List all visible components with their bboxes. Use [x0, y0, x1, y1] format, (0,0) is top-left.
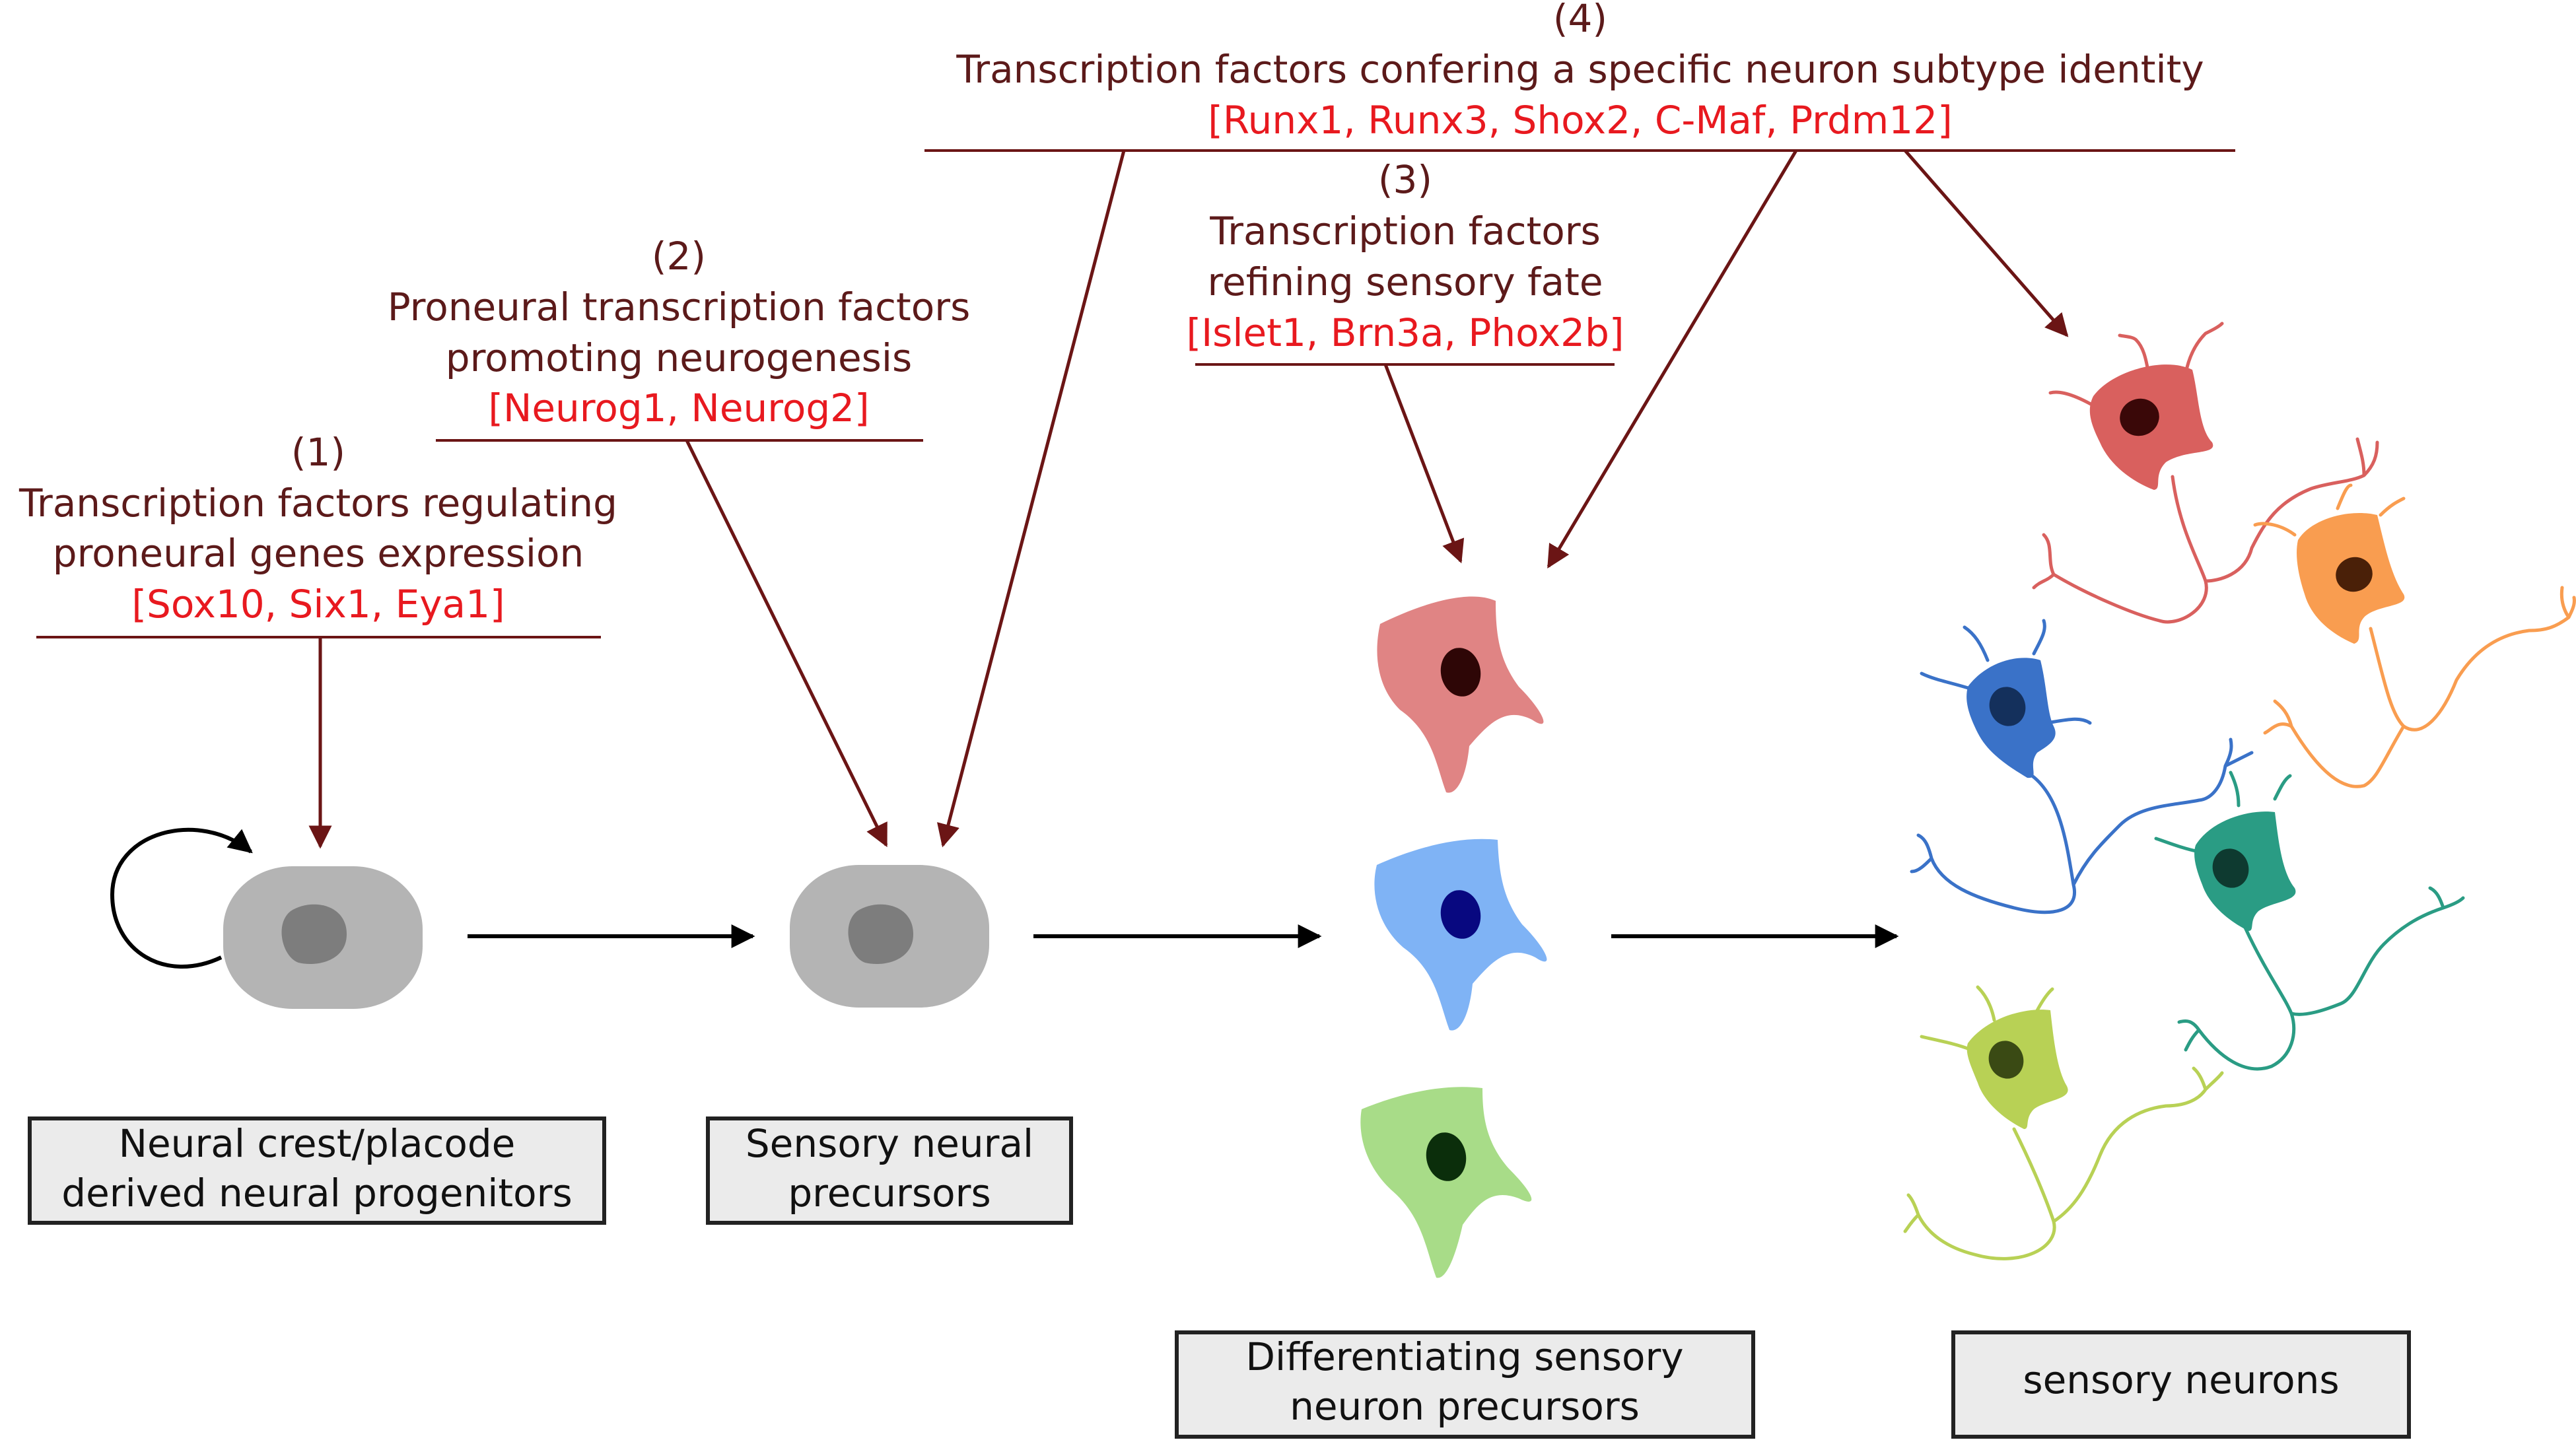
stage-box-3	[1175, 1330, 1755, 1439]
stage-label-differentiating: Differentiating sensory neuron precursor…	[1175, 1330, 1755, 1439]
neuron-orange	[2253, 483, 2576, 788]
sensory-neurons	[1903, 322, 2576, 1260]
stage-label-precursors: Sensory neural precursors	[706, 1116, 1073, 1225]
stage-box-2	[706, 1116, 1073, 1225]
progenitor-cell	[110, 827, 423, 1009]
neuron-nucleus	[2336, 557, 2373, 592]
tf-4-genes: [Runx1, Runx3, Shox2, C-Maf, Prdm12]	[1208, 98, 1952, 143]
differentiating-precursor-green	[1360, 1087, 1532, 1278]
differentiating-cell-body	[1360, 1087, 1532, 1278]
tf-4-arrow-to-precursors	[937, 150, 1126, 848]
neuron-neurites	[2253, 483, 2576, 788]
neuron-lime	[1903, 985, 2224, 1260]
tf-group-4: (4) Transcription factors confering a sp…	[924, 0, 2235, 848]
stage-2-line-1: Sensory neural	[746, 1121, 1033, 1166]
tf-2-title-line-1: Proneural transcription factors	[388, 285, 971, 329]
neuron-nucleus	[2120, 398, 2159, 436]
stage-1-line-1: Neural crest/placode	[119, 1121, 516, 1166]
tf-3-genes: [Islet1, Brn3a, Phox2b]	[1186, 310, 1624, 355]
stage-box-1	[28, 1116, 606, 1225]
neuron-nucleus	[2212, 848, 2249, 888]
neuron-nucleus	[1989, 687, 2026, 726]
tf-2-arrow	[685, 439, 888, 848]
tf-2-number: (2)	[652, 234, 706, 279]
differentiating-cell-nucleus	[1426, 1132, 1467, 1181]
tf-3-arrow	[1383, 364, 1465, 564]
stage-4-line-1: sensory neurons	[2023, 1357, 2339, 1402]
tf-3-number: (3)	[1378, 157, 1432, 202]
tf-2-title-line-2: promoting neurogenesis	[446, 335, 912, 380]
neuron-neurites	[2154, 771, 2465, 1071]
differentiating-precursor-blue	[1374, 839, 1547, 1031]
differentiating-precursors	[1360, 596, 1547, 1278]
neuron-neurites	[2032, 322, 2379, 624]
tf-1-title-line-2: proneural genes expression	[53, 531, 584, 576]
tf-4-number: (4)	[1553, 0, 1607, 41]
sensory-precursor-cell	[790, 865, 989, 1008]
tf-4-title-line-1: Transcription factors confering a specif…	[956, 47, 2204, 92]
tf-group-3: (3) Transcription factors refining senso…	[1186, 157, 1624, 564]
neuron-nucleus	[1988, 1041, 2024, 1079]
neuron-red	[2032, 322, 2379, 624]
self-renewal-arrow	[110, 827, 253, 969]
tf-3-title-line-2: refining sensory fate	[1207, 259, 1603, 304]
precursor-cell-nucleus	[848, 904, 913, 965]
stage-2-line-2: precursors	[788, 1171, 991, 1216]
stage-box-4	[1951, 1330, 2411, 1439]
tf-3-title-line-1: Transcription factors	[1209, 209, 1601, 254]
tf-4-arrow-to-neurons	[1904, 149, 2069, 337]
tf-1-title-line-1: Transcription factors regulating	[18, 481, 617, 526]
neuron-neurites	[1910, 619, 2254, 914]
tf-1-genes: [Sox10, Six1, Eya1]	[131, 582, 505, 627]
stage-1-line-2: derived neural progenitors	[61, 1171, 572, 1216]
differentiating-cell-nucleus	[1440, 890, 1481, 939]
stage-label-progenitors: Neural crest/placode derived neural prog…	[28, 1116, 606, 1225]
stage-3-line-1: Differentiating sensory	[1245, 1334, 1683, 1379]
tf-group-2: (2) Proneural transcription factors prom…	[388, 234, 971, 848]
tf-group-1: (1) Transcription factors regulating pro…	[18, 430, 617, 849]
tf-4-arrow-to-differentiating	[1547, 149, 1798, 569]
tf-2-genes: [Neurog1, Neurog2]	[488, 386, 869, 430]
stage-label-neurons: sensory neurons	[1951, 1330, 2411, 1439]
neuron-blue	[1910, 619, 2254, 914]
tf-1-number: (1)	[291, 430, 345, 475]
progenitor-cell-nucleus	[281, 904, 347, 965]
neuron-neurites	[1903, 985, 2224, 1260]
stage-3-line-2: neuron precursors	[1290, 1384, 1640, 1429]
neuron-teal	[2154, 771, 2465, 1071]
differentiating-precursor-red	[1377, 596, 1544, 793]
differentiating-cell-nucleus	[1440, 648, 1481, 697]
